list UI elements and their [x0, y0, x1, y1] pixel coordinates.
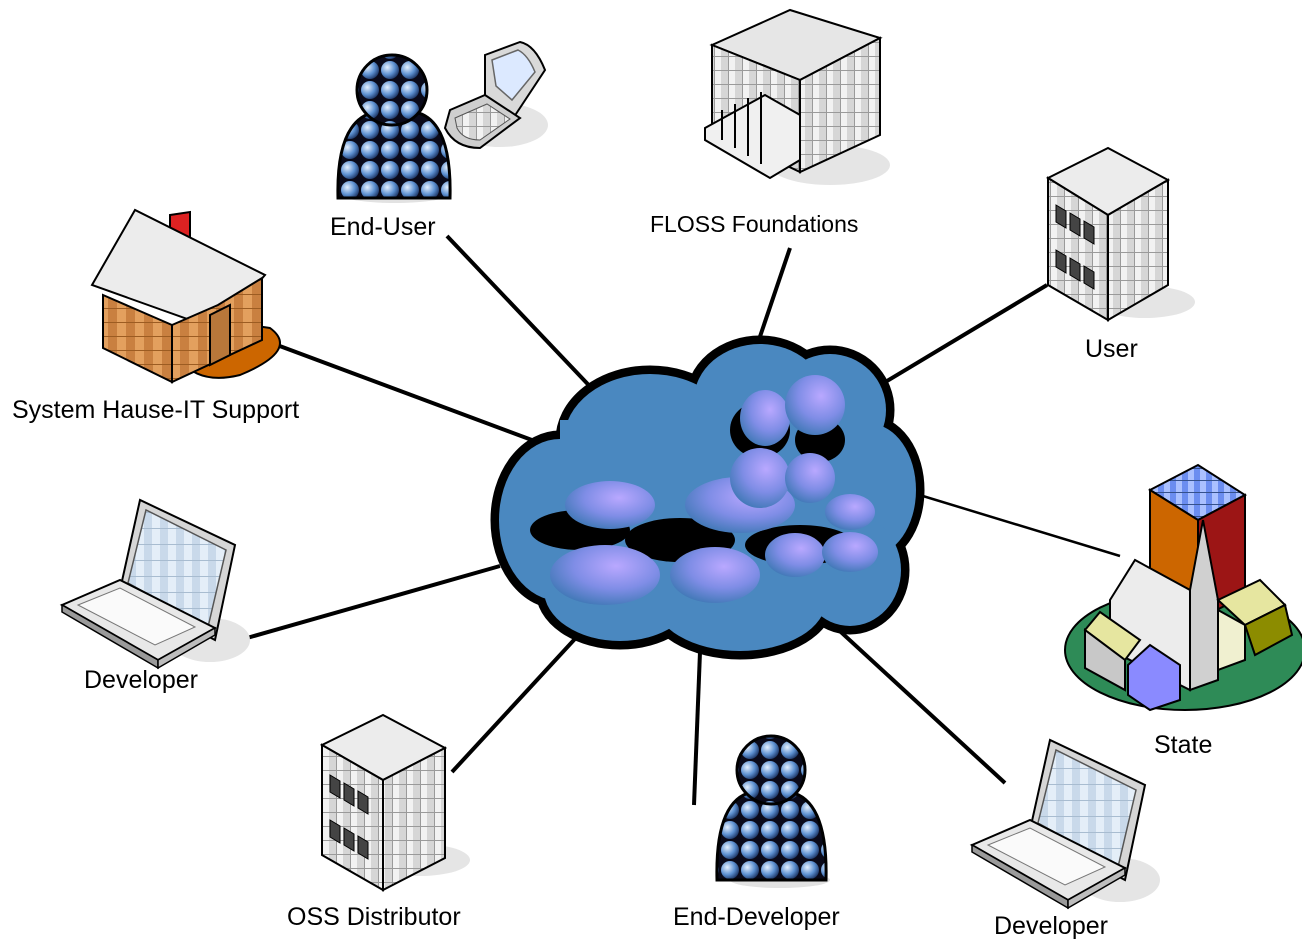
developer-left-node	[59, 498, 250, 670]
office-building-icon	[1045, 146, 1195, 322]
link-developer-bottom-right	[828, 620, 1007, 785]
link-system-hause	[276, 343, 549, 448]
system-hause-label: System Hause-IT Support	[12, 396, 300, 424]
oss-distributor-label: OSS Distributor	[287, 903, 461, 931]
city-icon	[1064, 463, 1302, 712]
person-icon	[715, 734, 830, 888]
user-node	[1045, 146, 1195, 322]
user-label: User	[1085, 335, 1138, 363]
end-developer-label: End-Developer	[673, 903, 840, 931]
link-oss-distributor	[450, 626, 587, 774]
floss-foundations-node	[704, 8, 890, 185]
link-developer-left	[239, 564, 501, 642]
state-node	[1064, 463, 1302, 712]
developer-left-label: Developer	[84, 666, 198, 694]
link-end-developer	[692, 651, 702, 806]
cloud-icon	[490, 335, 925, 660]
system-hause-node	[90, 208, 281, 384]
end-user-label: End-User	[330, 213, 436, 241]
laptop-icon	[969, 738, 1160, 910]
mobile-phone-icon	[443, 40, 548, 150]
oss-distributor-node	[319, 713, 470, 892]
office-building-icon	[319, 713, 470, 892]
link-state	[912, 491, 1121, 558]
state-label: State	[1154, 731, 1213, 759]
floss-foundations-label: FLOSS Foundations	[650, 211, 859, 237]
building-icon	[704, 8, 890, 185]
developer-bottom-right-node	[969, 738, 1160, 910]
end-user-node	[336, 40, 548, 203]
end-developer-node	[715, 734, 830, 888]
developer-bottom-right-label: Developer	[994, 912, 1108, 940]
link-user	[870, 283, 1049, 392]
laptop-icon	[59, 498, 250, 670]
house-icon	[90, 208, 281, 384]
person-icon	[336, 53, 452, 203]
